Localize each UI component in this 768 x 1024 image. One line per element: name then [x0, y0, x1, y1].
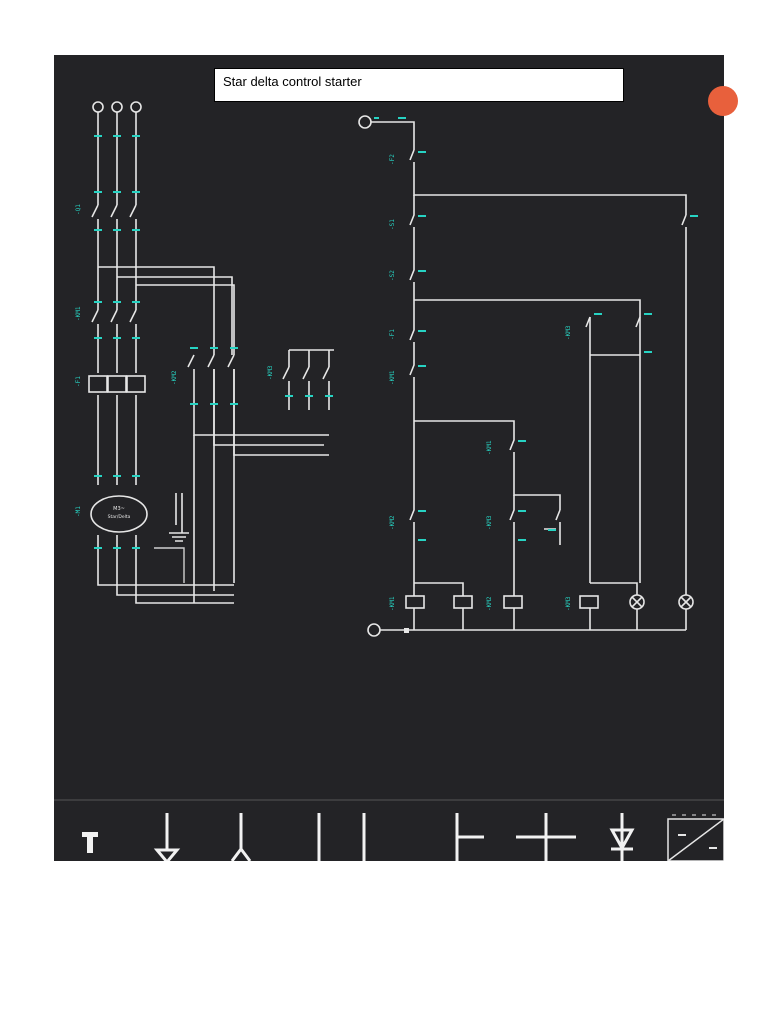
label-s2: -S2 — [389, 270, 396, 281]
coil-km2 — [503, 595, 523, 609]
motor-label: M3~ — [113, 506, 125, 512]
label-km2c: -KM2 — [389, 515, 396, 530]
parallel-lines-icon[interactable] — [317, 813, 366, 861]
supply-terminal-l1 — [92, 101, 104, 113]
diagram-canvas: M3~ Star/Delta -Q1 -KM1 -F1 -M1 -KM2 -KM… — [54, 55, 724, 861]
overload-relay-3 — [126, 375, 146, 393]
control-supply-terminal — [358, 115, 372, 129]
label-km3c: -KM3 — [486, 515, 493, 530]
control-neutral-terminal — [367, 623, 381, 637]
label-km1: -KM1 — [75, 306, 82, 321]
record-indicator — [708, 86, 738, 116]
page-title: Star delta control starter — [223, 74, 362, 89]
label-km3-coil: -KM3 — [565, 596, 572, 611]
arrow-down-icon[interactable] — [153, 813, 181, 861]
label-s1: -S1 — [389, 219, 396, 230]
label-f2: -F2 — [389, 154, 396, 165]
label-km2: -KM2 — [171, 370, 178, 385]
label-km3d: -KM3 — [565, 325, 572, 340]
supply-terminal-l3 — [130, 101, 142, 113]
label-km1d: -KM1 — [486, 440, 493, 455]
overload-relay-2 — [107, 375, 127, 393]
motor-symbol — [90, 495, 148, 533]
converter-icon[interactable] — [667, 814, 724, 861]
label-q1: -Q1 — [75, 204, 82, 215]
label-m1: -M1 — [75, 506, 82, 517]
control-circuit: -F2 -S1 -S2 -F1 -KM1 -KM2 -KM1 -KM1 -KM3… — [358, 115, 698, 637]
label-km1c: -KM1 — [389, 370, 396, 385]
supply-terminal-l2 — [111, 101, 123, 113]
label-km3: -KM3 — [267, 365, 274, 380]
label-f1c: -F1 — [389, 329, 396, 340]
cross-junction-icon[interactable] — [516, 813, 576, 861]
arrow-up-icon[interactable] — [230, 813, 252, 861]
label-km1-coil: -KM1 — [389, 596, 396, 611]
terminal-icon[interactable] — [82, 832, 98, 853]
coil-km3 — [579, 595, 599, 609]
timer-coil — [453, 595, 473, 609]
symbol-toolbar — [54, 799, 724, 861]
power-circuit: M3~ Star/Delta -Q1 -KM1 -F1 -M1 -KM2 -KM… — [75, 101, 334, 604]
label-km2-coil: -KM2 — [486, 596, 493, 611]
label-f1: -F1 — [75, 376, 82, 387]
t-contact-icon[interactable] — [455, 813, 484, 861]
svg-text:Star/Delta: Star/Delta — [108, 514, 131, 520]
coil-km1 — [405, 595, 425, 609]
diode-icon[interactable] — [609, 813, 635, 861]
schematic-svg: M3~ Star/Delta -Q1 -KM1 -F1 -M1 -KM2 -KM… — [54, 101, 724, 861]
overload-relay-1 — [88, 375, 108, 393]
title-box: Star delta control starter — [214, 68, 624, 102]
